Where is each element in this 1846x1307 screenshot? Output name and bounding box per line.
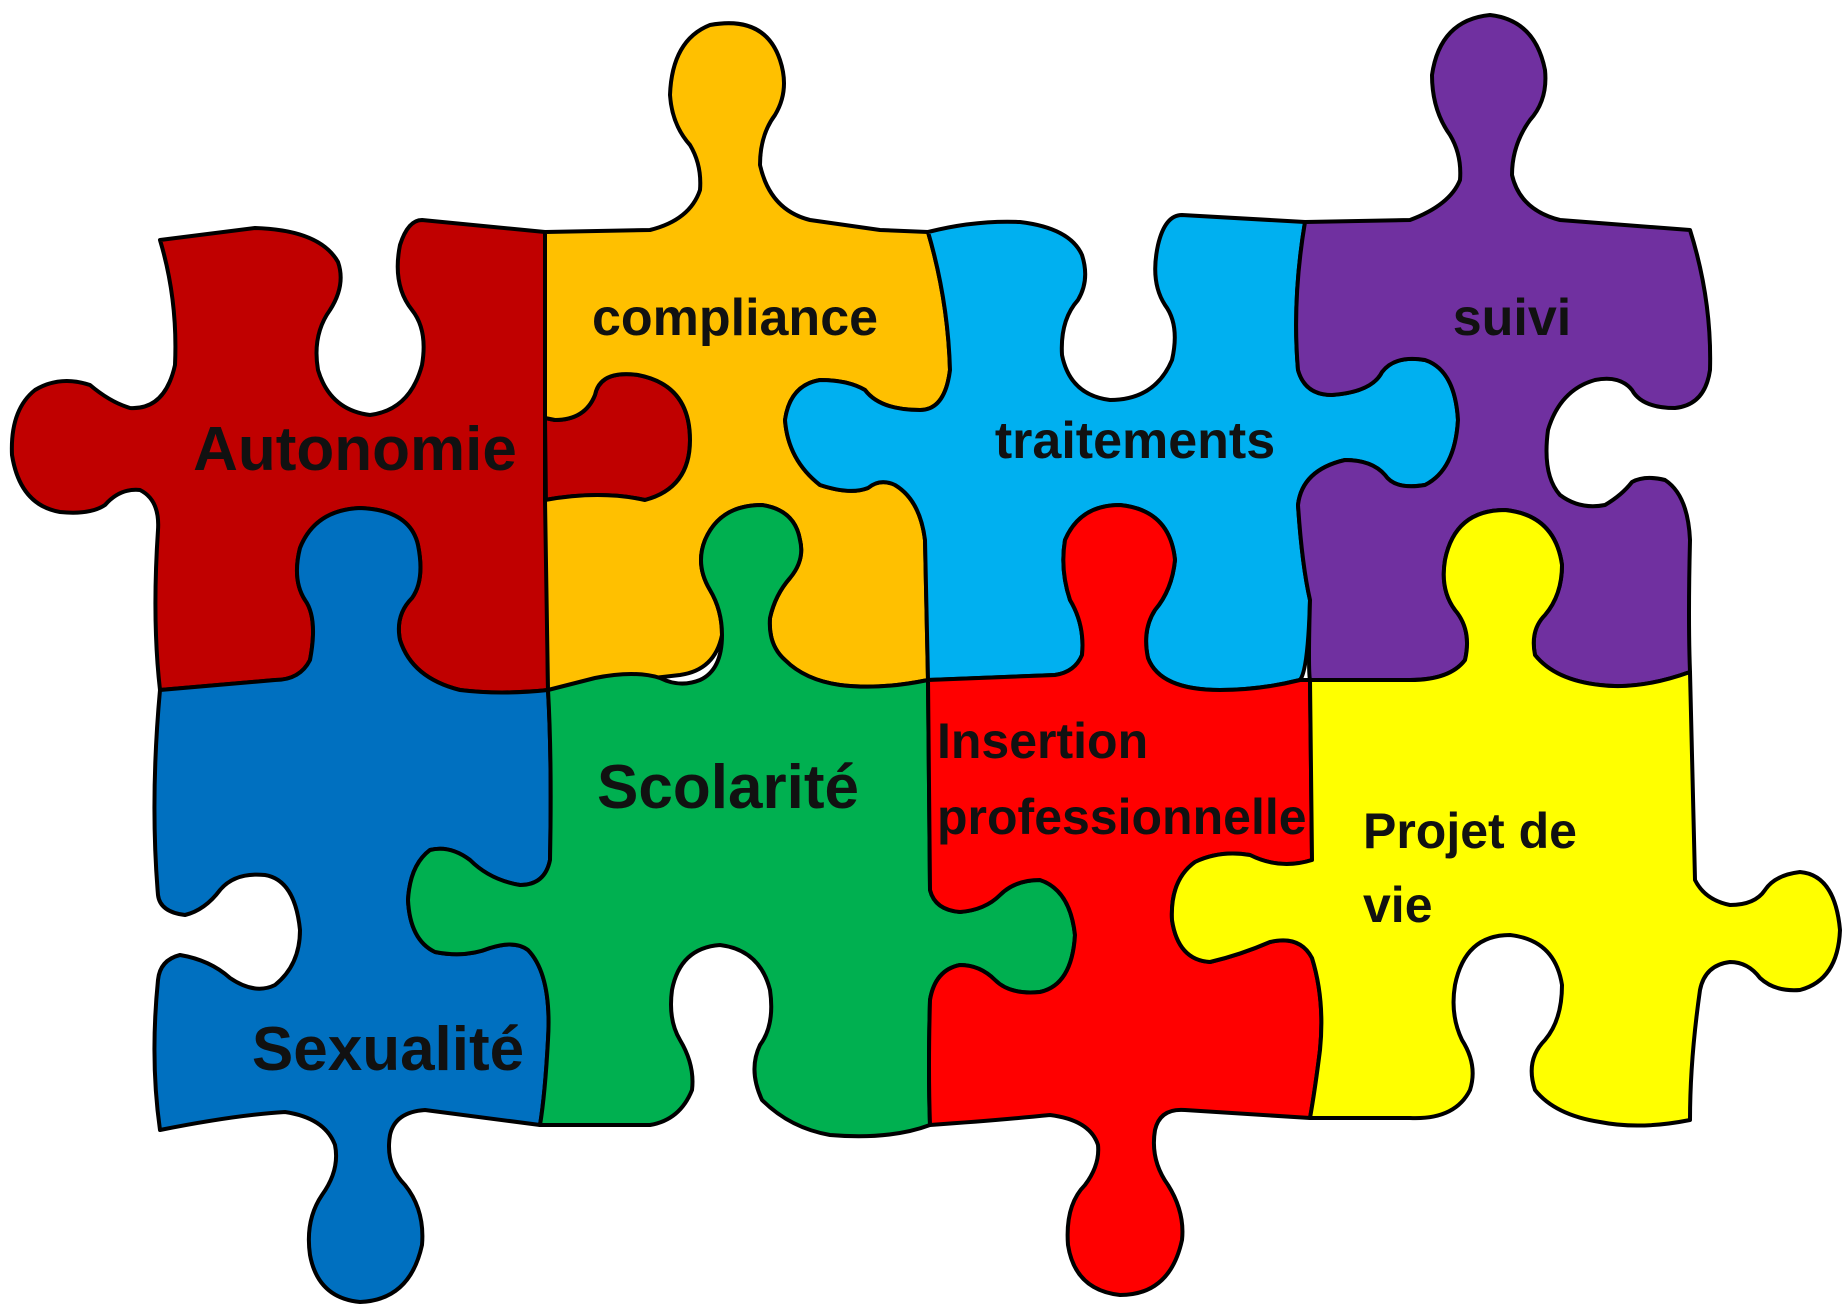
label-suivi: suivi	[1453, 289, 1572, 347]
label-traitements: traitements	[995, 412, 1275, 470]
label-compliance: compliance	[592, 289, 878, 347]
label-scolarite: Scolarité	[597, 753, 859, 822]
label-sexualite: Sexualité	[252, 1015, 524, 1084]
piece-sexualite	[152, 506, 553, 1304]
piece-insertion	[926, 503, 1324, 1297]
label-insertion-line2: professionnelle	[937, 789, 1307, 845]
label-projet-line1: Projet de	[1363, 803, 1577, 859]
label-insertion-line1: Insertion	[937, 713, 1148, 769]
label-autonomie: Autonomie	[193, 415, 517, 484]
label-projet-line2: vie	[1363, 877, 1433, 933]
piece-projet	[1169, 508, 1842, 1128]
